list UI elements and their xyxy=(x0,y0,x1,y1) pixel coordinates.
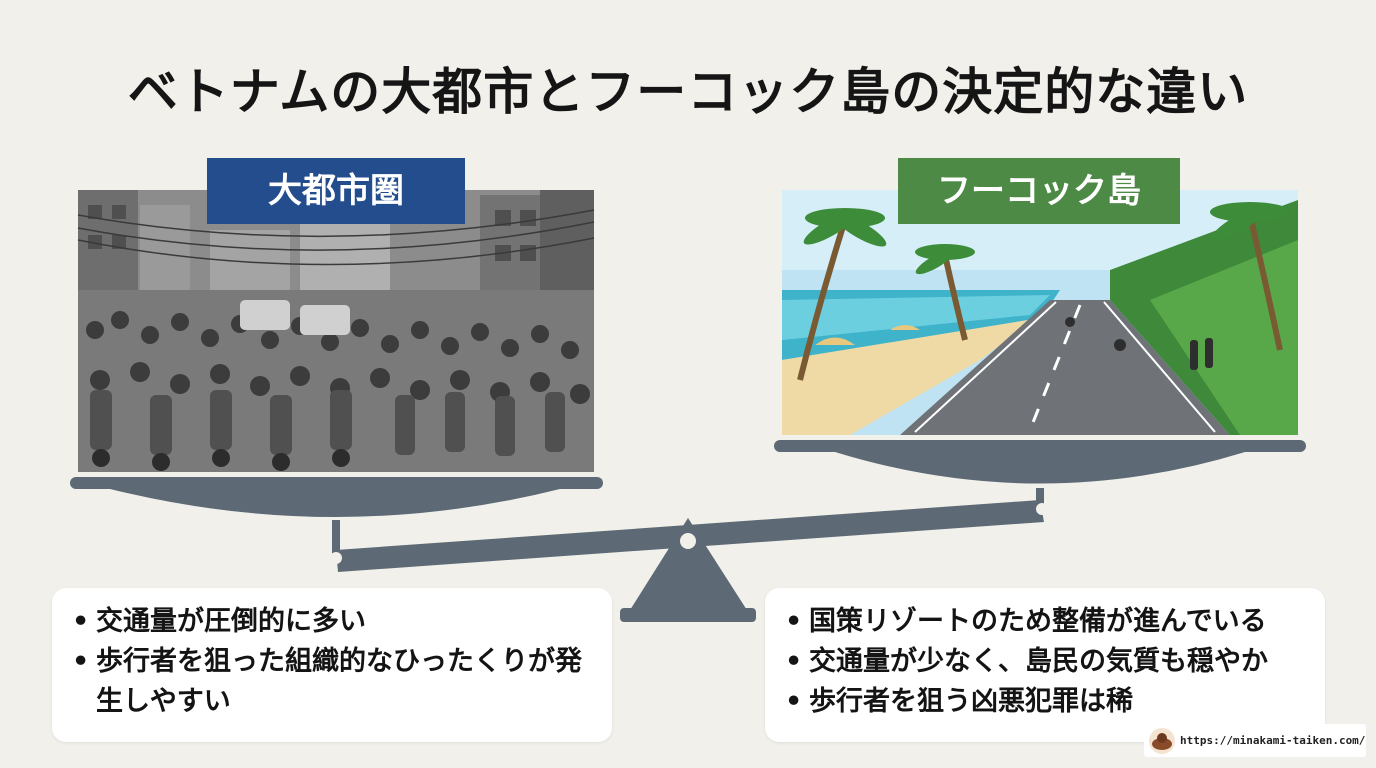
island-beach-road-image xyxy=(782,190,1298,435)
island-point: 歩行者を狙う凶悪犯罪は稀 xyxy=(785,682,1309,722)
city-label: 大都市圏 xyxy=(207,158,465,224)
city-point: 歩行者を狙った組織的なひったくりが発生しやすい xyxy=(72,642,596,722)
island-points-card: 国策リゾートのため整備が進んでいる 交通量が少なく、島民の気質も穏やか 歩行者を… xyxy=(765,588,1325,742)
city-traffic-image xyxy=(77,190,595,472)
island-point: 交通量が少なく、島民の気質も穏やか xyxy=(785,642,1309,682)
site-url[interactable]: https://minakami-taiken.com/ xyxy=(1180,734,1366,747)
city-point: 交通量が圧倒的に多い xyxy=(72,602,596,642)
island-point: 国策リゾートのため整備が進んでいる xyxy=(785,602,1309,642)
site-logo-icon xyxy=(1149,727,1175,754)
city-points-card: 交通量が圧倒的に多い 歩行者を狙った組織的なひったくりが発生しやすい xyxy=(52,588,612,742)
site-credit[interactable]: https://minakami-taiken.com/ xyxy=(1144,724,1366,757)
island-label: フーコック島 xyxy=(898,158,1180,224)
page-title: ベトナムの大都市とフーコック島の決定的な違い xyxy=(127,63,1249,121)
